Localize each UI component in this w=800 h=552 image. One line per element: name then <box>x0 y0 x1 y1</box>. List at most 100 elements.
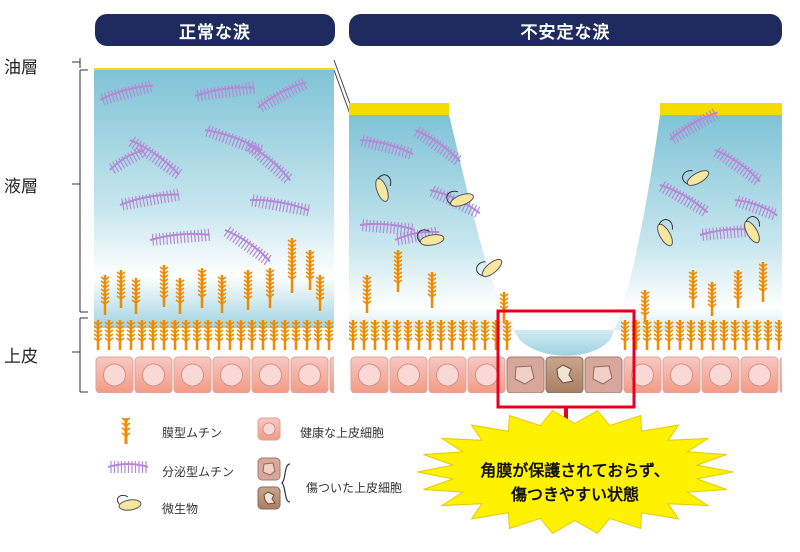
membrane-mucin <box>280 320 290 350</box>
membrane-mucin <box>313 320 323 350</box>
membrane-mucin <box>447 320 457 350</box>
membrane-mucin <box>116 270 126 308</box>
unstable-tear-panel <box>349 103 782 393</box>
membrane-mucin <box>427 272 437 308</box>
epithelial-cell <box>389 356 428 393</box>
secretory-mucin <box>713 146 762 186</box>
microbe <box>476 258 503 278</box>
membrane-mucin <box>137 320 147 350</box>
membrane-mucin <box>100 275 110 315</box>
legend-secretory-mucin-icon <box>107 461 149 473</box>
membrane-mucin <box>730 320 740 350</box>
membrane-mucin <box>458 320 468 350</box>
microbe <box>682 170 710 186</box>
membrane-mucin <box>414 320 424 350</box>
membrane-mucin <box>159 265 169 307</box>
membrane-mucin <box>620 320 630 350</box>
damaged-cells-brace <box>281 463 291 503</box>
warning-text-line2: 傷つきやすい状態 <box>510 485 639 504</box>
liquid-layer-unstable <box>349 115 782 356</box>
membrane-mucin <box>291 320 301 350</box>
secretory-mucin <box>194 81 255 102</box>
membrane-mucins-unstable <box>349 250 782 350</box>
legend-healthy-cell-icon <box>257 417 281 441</box>
legend-microbe-label: 微生物 <box>162 502 199 516</box>
membrane-mucin <box>686 320 696 350</box>
membrane-mucin <box>502 320 512 350</box>
membrane-mucin <box>707 282 717 316</box>
legend-damaged-cell-icon-2 <box>257 486 281 510</box>
epithelial-cell <box>662 356 701 393</box>
membrane-mucin <box>370 320 380 350</box>
microbe <box>375 174 392 202</box>
membrane-mucin <box>425 320 435 350</box>
membrane-mucin <box>243 270 253 310</box>
membrane-mucin <box>763 320 773 350</box>
secretory-mucin <box>107 461 149 473</box>
epithelial-cell <box>467 356 506 393</box>
secretory-mucins-normal <box>99 78 310 266</box>
epithelial-cell <box>350 356 389 393</box>
header-normal-tears: 正常な涙 <box>95 14 335 46</box>
membrane-mucin <box>170 320 180 350</box>
secretory-mucin <box>359 219 416 236</box>
membrane-mucin <box>148 320 158 350</box>
membrane-mucin <box>719 320 729 350</box>
epithelial-cell <box>329 356 334 393</box>
legend-secretory-mucin-label: 分泌型ムチン <box>162 465 235 479</box>
secretory-mucin <box>257 78 308 113</box>
damaged-epithelial-cell <box>545 356 584 393</box>
membrane-mucin <box>104 320 114 350</box>
membrane-mucin <box>192 320 202 350</box>
membrane-mucin <box>269 320 279 350</box>
label-liquid-layer: 液層 <box>4 177 38 197</box>
membrane-mucin <box>381 320 391 350</box>
damaged-epithelial-cell <box>506 356 545 393</box>
warning-burst <box>416 409 734 535</box>
membrane-mucin <box>197 268 207 308</box>
secretory-mucin <box>359 134 414 160</box>
membrane-mucin <box>181 320 191 350</box>
label-oil-layer: 油層 <box>4 58 38 78</box>
oil-layer-right <box>660 103 782 115</box>
membrane-mucin <box>258 320 268 350</box>
panel-connectors <box>333 59 351 115</box>
membrane-mucin <box>664 320 674 350</box>
membrane-mucin <box>324 320 334 350</box>
secretory-mucin <box>413 126 462 166</box>
legend-membrane-mucin-icon <box>121 417 131 444</box>
damaged-epithelial-cell <box>584 356 623 393</box>
membrane-mucin <box>675 320 685 350</box>
secretory-mucin <box>149 228 210 246</box>
membrane-mucin <box>393 250 403 292</box>
epithelial-cell <box>173 356 212 393</box>
legend-microbe-icon <box>116 494 142 511</box>
membrane-mucin <box>265 268 275 308</box>
epithelial-cell <box>290 356 329 393</box>
membrane-mucin <box>733 270 743 308</box>
membrane-mucin <box>115 320 125 350</box>
epithelial-cell <box>134 356 173 393</box>
epithelial-cell <box>428 356 467 393</box>
secretory-mucin <box>223 226 272 266</box>
membrane-mucin <box>758 262 768 302</box>
liquid-layer-normal <box>94 70 334 328</box>
secretory-mucin <box>669 108 719 144</box>
membrane-mucin <box>214 320 224 350</box>
membrane-mucin <box>436 320 446 350</box>
legend-damaged-cell-label: 傷ついた上皮細胞 <box>306 481 403 495</box>
membrane-mucin <box>697 320 707 350</box>
epithelial-cell <box>212 356 251 393</box>
warning-text-line1: 角膜が保護されておらず、 <box>480 461 670 480</box>
membrane-mucin <box>708 320 718 350</box>
epithelial-cell <box>95 356 134 393</box>
normal-tear-panel <box>94 68 334 393</box>
microbe <box>657 219 673 247</box>
epithelial-cell <box>740 356 779 393</box>
oil-layer-left <box>349 103 449 115</box>
epithelial-cell <box>701 356 740 393</box>
secretory-mucin <box>659 181 709 217</box>
membrane-mucin <box>653 320 663 350</box>
